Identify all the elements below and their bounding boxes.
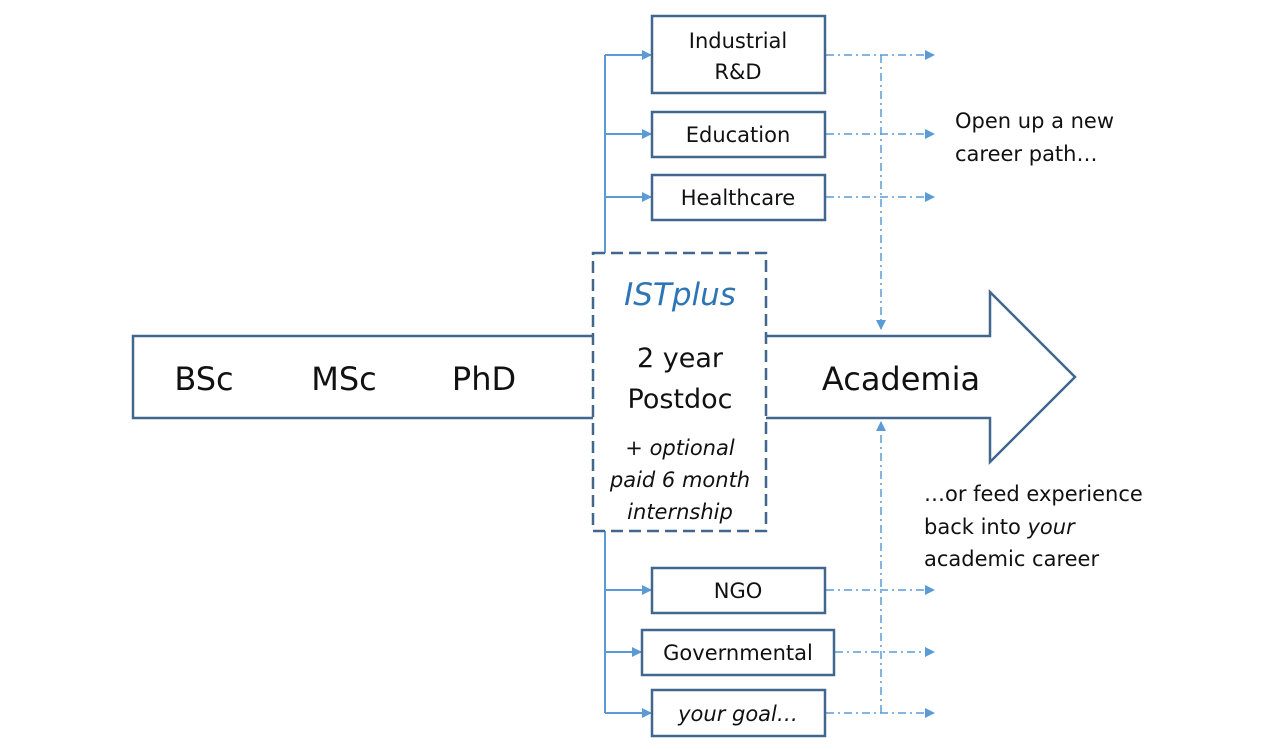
svg-text:NGO: NGO (714, 579, 763, 603)
svg-text:Open up a new: Open up a new (955, 109, 1114, 133)
note-new-career: Open up a new career path… (955, 109, 1114, 166)
svg-text:internship: internship (627, 500, 733, 524)
svg-text:Industrial: Industrial (689, 29, 788, 53)
destination-academia: Academia (822, 360, 980, 398)
svg-text:Education: Education (686, 123, 791, 147)
stage-msc: MSc (311, 360, 377, 398)
istplus-box: ISTplus 2 year Postdoc + optional paid 6… (591, 251, 768, 533)
svg-text:your goal…: your goal… (677, 702, 798, 726)
svg-text:paid 6 month: paid 6 month (609, 468, 750, 492)
svg-text:R&D: R&D (714, 60, 761, 84)
svg-text:career path…: career path… (955, 142, 1097, 166)
svg-text:Postdoc: Postdoc (628, 384, 733, 415)
box-your-goal: your goal… (650, 688, 827, 738)
box-healthcare: Healthcare (650, 173, 827, 222)
svg-text:Governmental: Governmental (663, 641, 813, 665)
stage-phd: PhD (452, 360, 516, 398)
box-ngo: NGO (650, 566, 827, 615)
svg-text:ISTplus: ISTplus (624, 277, 736, 313)
note-feed-back: …or feed experience back into your acade… (924, 482, 1143, 571)
svg-text:academic career: academic career (924, 547, 1099, 571)
svg-text:Healthcare: Healthcare (681, 186, 795, 210)
svg-text:+ optional: + optional (625, 436, 735, 460)
box-industrial-rd: Industrial R&D (650, 14, 827, 95)
svg-text:back into your: back into your (924, 515, 1076, 539)
svg-text:2 year: 2 year (637, 343, 724, 374)
svg-text:…or feed experience: …or feed experience (924, 482, 1143, 506)
box-governmental: Governmental (640, 628, 836, 677)
box-education: Education (650, 110, 827, 159)
stage-bsc: BSc (174, 360, 233, 398)
